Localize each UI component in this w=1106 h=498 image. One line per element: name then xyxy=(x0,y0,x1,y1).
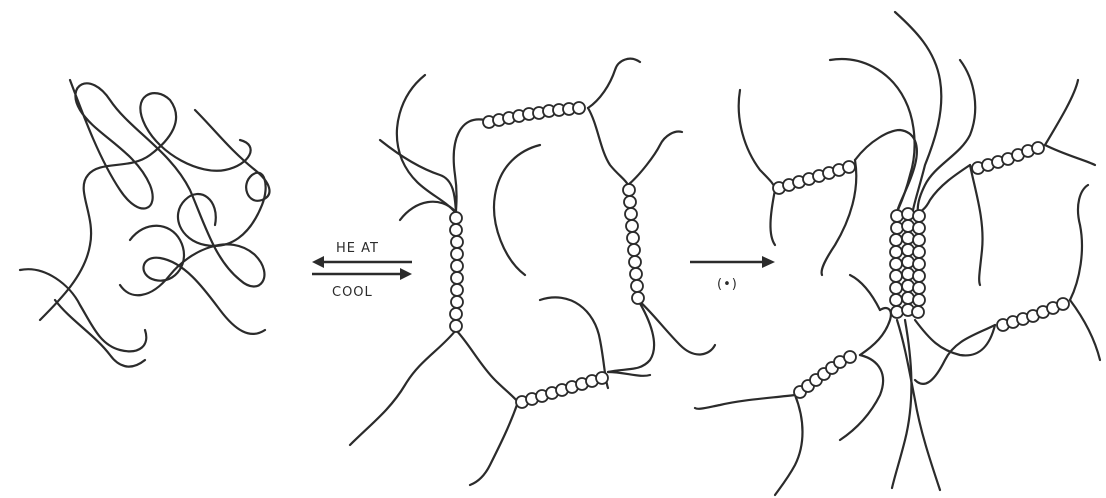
aggregate-chain xyxy=(892,320,911,488)
aggregate-chain xyxy=(770,190,775,245)
cool-label: COOL xyxy=(332,285,373,300)
aggregate-chain xyxy=(918,165,970,212)
aggregate-chain xyxy=(830,59,915,212)
right-arrowhead-icon xyxy=(400,268,412,280)
aggregate-chain xyxy=(850,275,880,310)
network-chain xyxy=(588,108,628,185)
network-chain xyxy=(638,300,715,354)
right-arrowhead-icon xyxy=(762,256,775,268)
network-chain xyxy=(350,330,456,445)
heat-label: HE AT xyxy=(336,241,379,256)
random-coil-chain xyxy=(55,300,145,367)
double-helix-junction xyxy=(483,102,585,128)
aggregate-chain xyxy=(775,395,803,495)
double-helix-junction xyxy=(773,161,855,194)
random-coil-chain xyxy=(70,80,264,295)
aggregate-chain xyxy=(1045,145,1095,165)
aggregate-chain xyxy=(1070,300,1100,360)
aggregate-chain xyxy=(897,320,940,490)
network-chain xyxy=(397,75,455,212)
aggregate-chain xyxy=(695,395,795,409)
heat-cool-equilibrium: HE AT COOL xyxy=(312,241,412,300)
network-chain xyxy=(588,59,640,108)
network-chain xyxy=(608,300,654,372)
double-helix-junction xyxy=(623,184,644,304)
aggregation-step: (•) xyxy=(690,256,775,292)
network-chain xyxy=(380,140,456,212)
aggregate-chain xyxy=(970,165,983,285)
network-chain xyxy=(628,132,682,185)
aggregated-helix-bundle xyxy=(890,208,925,318)
left-arrowhead-icon xyxy=(312,256,324,268)
double-helix-junction xyxy=(997,298,1069,331)
random-coil-chain xyxy=(40,93,251,320)
network-chain xyxy=(454,119,485,212)
network-chain xyxy=(608,372,650,376)
aggregate-chain xyxy=(840,355,883,440)
network-chain xyxy=(400,202,456,220)
aggregated-network-panel xyxy=(695,12,1100,495)
double-helix-junction xyxy=(516,372,608,408)
double-helix-junction xyxy=(794,351,856,398)
random-coil-chain xyxy=(178,110,270,246)
aggregate-chain xyxy=(895,12,941,210)
aggregate-chain xyxy=(855,130,917,212)
aggregate-chain xyxy=(915,320,995,355)
network-chain xyxy=(470,402,518,485)
network-chain xyxy=(494,145,540,275)
aggregate-chain xyxy=(860,308,891,355)
double-helix-junction xyxy=(450,212,463,332)
random-coil-chain xyxy=(20,269,146,351)
step-label: (•) xyxy=(717,277,738,292)
network-chain xyxy=(456,330,518,402)
random-coil-panel xyxy=(20,80,269,367)
double-helix-junction xyxy=(972,142,1044,174)
aggregate-chain xyxy=(918,60,975,212)
aggregate-chain xyxy=(1070,185,1088,300)
aggregate-chain xyxy=(1045,80,1078,145)
aggregate-chain xyxy=(739,90,775,190)
